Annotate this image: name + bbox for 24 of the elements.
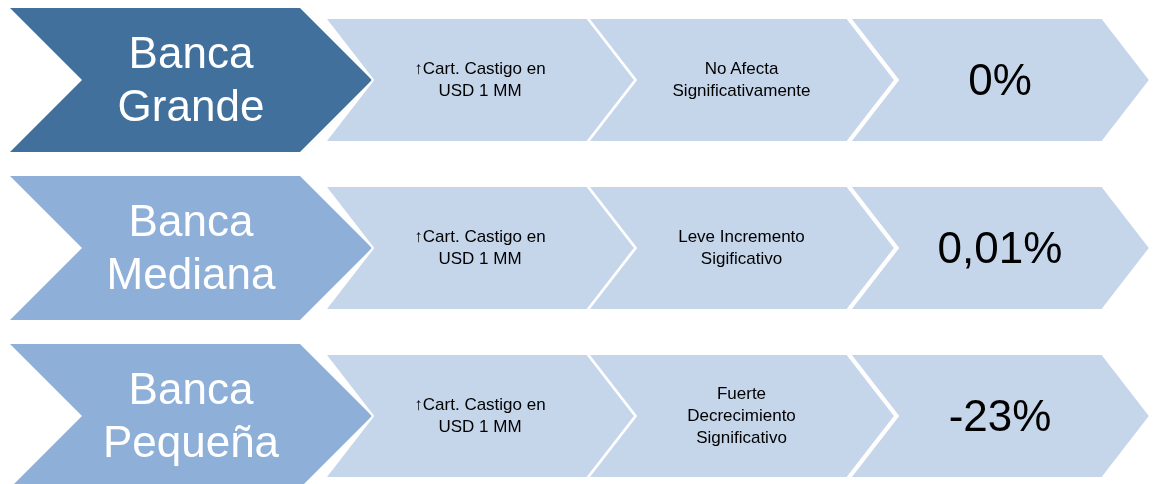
process-step [10, 176, 372, 320]
process-step [325, 18, 635, 142]
percentage-value: -23% [948, 389, 1052, 442]
chevron-label: Fuerte Decrecimiento Significativo [686, 382, 797, 450]
percentage-value: 0% [968, 53, 1032, 106]
process-step [850, 354, 1150, 478]
process-step [325, 186, 635, 310]
chevron-label: No Afecta Significativamente [671, 57, 812, 102]
chevron-title: Banca Pequeña [101, 363, 281, 468]
chevron-title: Banca Mediana [105, 195, 277, 300]
chevron-label: ↑Cart. Castigo en USD 1 MM [413, 57, 547, 102]
process-step [325, 354, 635, 478]
chevron-label: ↑Cart. Castigo en USD 1 MM [413, 225, 547, 270]
chevron-title: Banca Grande [116, 27, 266, 132]
process-step [850, 18, 1150, 142]
process-step [10, 344, 372, 484]
process-step [10, 8, 372, 152]
chevron-label: Leve Incremento Sigificativo [677, 225, 806, 270]
percentage-value: 0,01% [937, 221, 1063, 274]
chevron-label: ↑Cart. Castigo en USD 1 MM [413, 393, 547, 438]
process-step [588, 18, 895, 142]
process-step [850, 186, 1150, 310]
process-step [588, 186, 895, 310]
process-step [588, 354, 895, 478]
